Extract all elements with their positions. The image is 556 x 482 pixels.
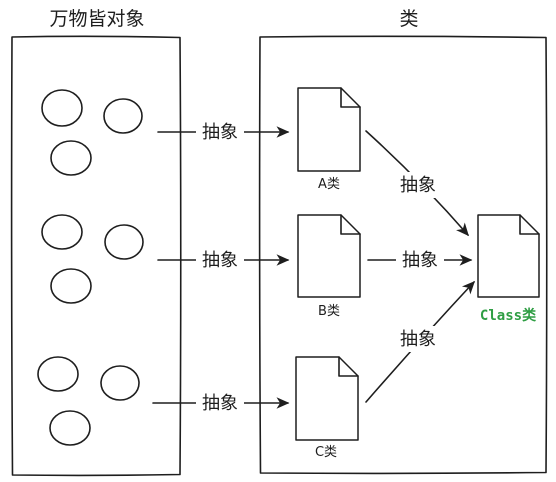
class-c-document: C类 bbox=[295, 356, 359, 460]
abstract-arrow-a-to-class: 抽象 bbox=[365, 130, 469, 237]
object-circle bbox=[104, 224, 144, 260]
object-circle bbox=[41, 89, 83, 127]
classes-panel-title: 类 bbox=[399, 8, 418, 30]
abstract-arrow-a: 抽象 bbox=[157, 119, 290, 145]
abstract-arrow-b: 抽象 bbox=[157, 247, 290, 273]
object-circle bbox=[100, 365, 140, 401]
object-group-2 bbox=[41, 214, 144, 304]
document-icon bbox=[295, 356, 359, 441]
abstract-arrow-c-to-class: 抽象 bbox=[365, 280, 475, 403]
class-label: Class类 bbox=[480, 307, 537, 324]
object-group-1 bbox=[41, 89, 143, 176]
object-circle bbox=[50, 268, 92, 304]
object-circle bbox=[37, 356, 79, 392]
document-icon bbox=[297, 214, 361, 298]
class-c-label: C类 bbox=[315, 445, 337, 460]
object-circle bbox=[41, 214, 83, 250]
objects-panel bbox=[10, 35, 182, 477]
abstract-arrow-b-to-class: 抽象 bbox=[367, 247, 473, 273]
class-b-label: B类 bbox=[318, 304, 340, 319]
object-circle bbox=[50, 140, 92, 176]
class-b-document: B类 bbox=[297, 214, 361, 319]
class-a-label: A类 bbox=[318, 177, 340, 192]
object-group-3 bbox=[37, 356, 140, 446]
abstract-arrow-b-to-class-label: 抽象 bbox=[402, 250, 438, 271]
abstract-arrow-a-label: 抽象 bbox=[202, 122, 238, 143]
abstract-arrow-b-label: 抽象 bbox=[202, 250, 238, 271]
document-icon bbox=[477, 214, 540, 298]
class-document: Class类 bbox=[477, 214, 540, 324]
document-icon bbox=[297, 87, 361, 172]
class-a-document: A类 bbox=[297, 87, 361, 192]
abstract-arrow-a-to-class-label: 抽象 bbox=[400, 175, 436, 196]
abstract-arrow-c: 抽象 bbox=[152, 390, 290, 416]
abstract-arrow-c-label: 抽象 bbox=[202, 393, 238, 414]
objects-panel-title: 万物皆对象 bbox=[49, 8, 144, 30]
object-circle bbox=[49, 410, 91, 446]
abstract-arrow-c-to-class-label: 抽象 bbox=[400, 329, 436, 350]
object-circle bbox=[103, 98, 143, 134]
classes-panel bbox=[258, 35, 548, 475]
